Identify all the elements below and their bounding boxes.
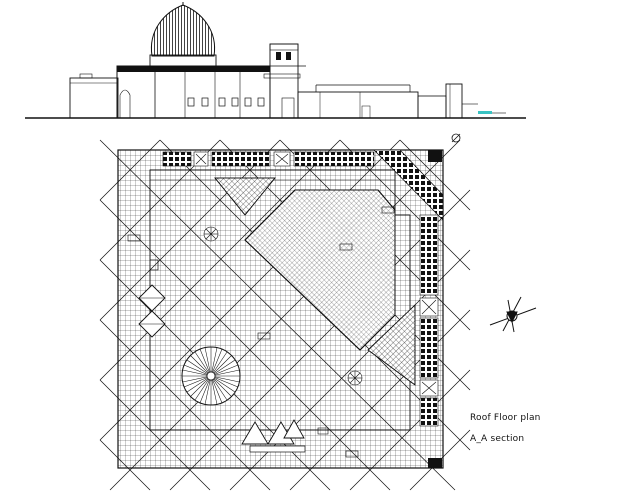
section-elevation: [25, 2, 526, 119]
roof-plan: [99, 139, 471, 491]
star-marker-upper: [203, 226, 219, 242]
section-marker-icon: [451, 133, 461, 143]
rosette-dome: [181, 346, 241, 406]
roof-plan-caption: Roof Floor plan: [470, 413, 541, 423]
star-marker-lower: [347, 370, 363, 386]
north-arrow-icon: [489, 296, 537, 333]
section-caption: A_A section: [470, 434, 525, 444]
